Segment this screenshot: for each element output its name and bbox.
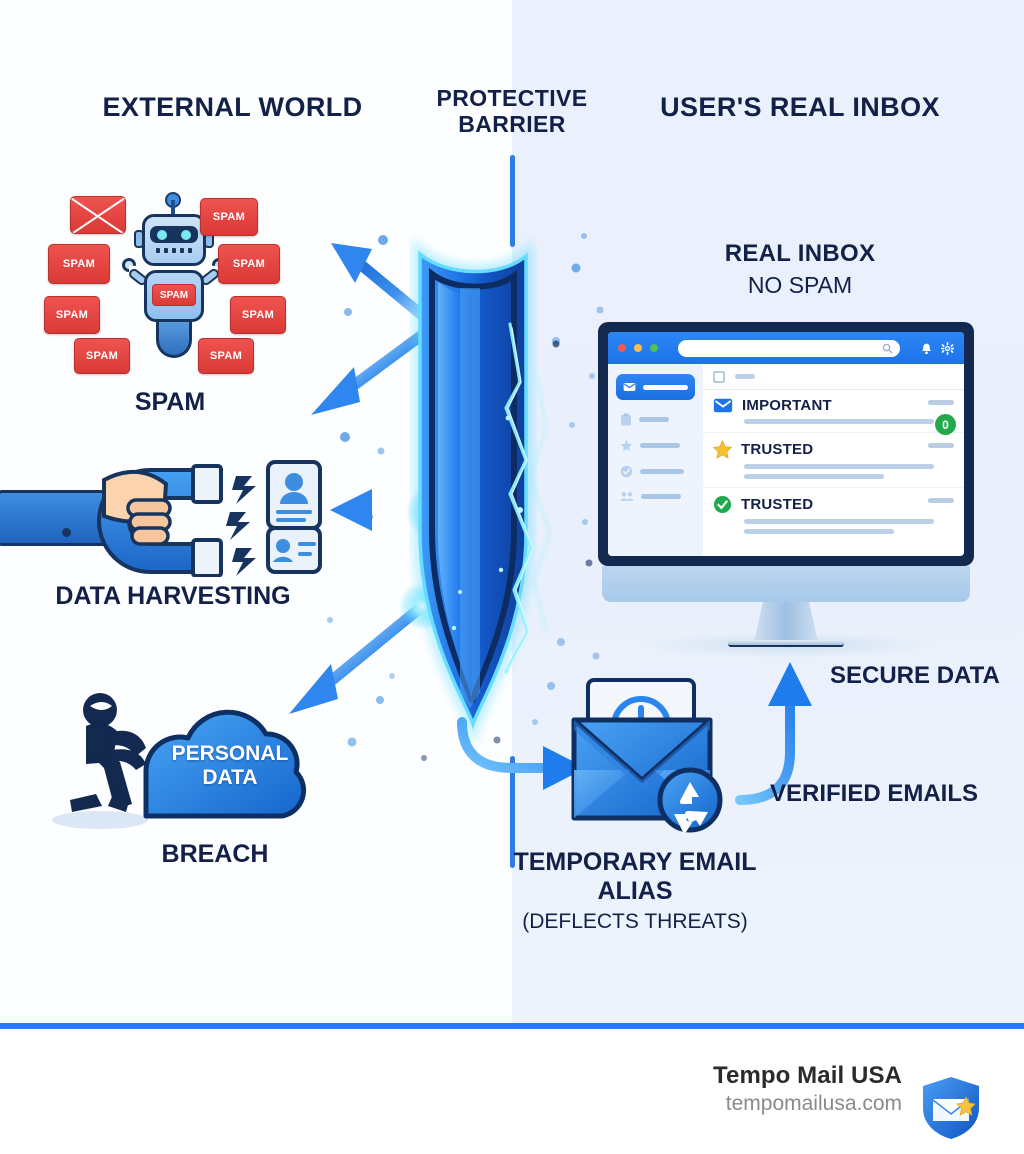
inbox-mail-list: IMPORTANT 0: [703, 364, 964, 556]
star-icon: [713, 440, 732, 459]
window-maximize-dot[interactable]: [650, 344, 658, 352]
check-circle-icon: [713, 495, 732, 514]
protective-shield-icon: [360, 232, 590, 752]
label-deflects-threats: (DEFLECTS THREATS): [522, 910, 748, 933]
sidebar-item-contacts[interactable]: [616, 491, 695, 502]
footer-branding: Tempo Mail USA tempomailusa.com: [582, 1062, 902, 1116]
spam-envelope-label: SPAM: [55, 309, 89, 321]
envelope-icon: [70, 196, 126, 234]
sidebar-item-starred[interactable]: [616, 439, 695, 452]
spam-envelope-label: SPAM: [62, 258, 96, 270]
spam-envelope-label: SPAM: [212, 211, 246, 223]
table-row[interactable]: TRUSTED: [703, 488, 964, 542]
monitor-frame: IMPORTANT 0: [598, 322, 974, 566]
robot-chest-label: SPAM: [152, 284, 196, 306]
spam-envelope: SPAM: [218, 244, 280, 284]
footer-divider: [0, 1023, 1024, 1029]
mail-subject: TRUSTED: [741, 441, 814, 458]
check-circle-icon: [620, 465, 633, 478]
spam-envelope-label: SPAM: [241, 309, 275, 321]
inbox-body: IMPORTANT 0: [608, 364, 964, 556]
label-spam: SPAM: [134, 388, 206, 416]
spam-envelope: SPAM: [198, 338, 254, 374]
label-data-harvesting: DATA HARVESTING: [55, 582, 291, 610]
spam-envelope: SPAM: [44, 296, 100, 334]
spam-envelope: SPAM: [230, 296, 286, 334]
brand-name: Tempo Mail USA: [713, 1062, 902, 1089]
temporary-email-alias-icon: [552, 678, 732, 838]
table-row[interactable]: TRUSTED: [703, 433, 964, 488]
barrier-line-top: [510, 155, 515, 247]
monitor-stand-neck: [754, 602, 818, 642]
mail-meta: [928, 498, 954, 503]
monitor-stand-base: [728, 640, 844, 647]
table-row[interactable]: IMPORTANT 0: [703, 390, 964, 435]
mail-subject: TRUSTED: [741, 496, 814, 513]
search-input[interactable]: [678, 339, 900, 357]
cloud-personal-data-label: PERSONAL DATA: [171, 742, 289, 789]
monitor-chin: [602, 566, 970, 602]
brand-url: tempomailusa.com: [725, 1092, 902, 1115]
mail-list-header: [703, 364, 964, 390]
window-minimize-dot[interactable]: [634, 344, 642, 352]
badge-value: 0: [942, 417, 949, 432]
people-icon: [620, 491, 634, 501]
select-all-checkbox[interactable]: [713, 370, 725, 383]
envelope-icon: [713, 398, 733, 413]
label-no-spam: NO SPAM: [747, 272, 853, 298]
heading-users-real-inbox: USER'S REAL INBOX: [660, 92, 940, 122]
star-icon: [620, 439, 633, 452]
browser-toolbar: [608, 332, 964, 364]
bell-icon[interactable]: [920, 342, 933, 355]
sidebar-item-done[interactable]: [616, 465, 695, 478]
gear-icon[interactable]: [941, 341, 954, 355]
window-close-dot[interactable]: [618, 344, 626, 352]
spam-envelope-label: SPAM: [85, 350, 119, 362]
envelope-icon: [623, 383, 636, 391]
real-inbox-monitor: IMPORTANT 0: [598, 322, 974, 658]
monitor-screen: IMPORTANT 0: [608, 332, 964, 556]
magnet-icon: [97, 460, 322, 577]
spam-envelope: SPAM: [74, 338, 130, 374]
spam-envelope: SPAM: [48, 244, 110, 284]
inbox-sidebar: [608, 364, 703, 556]
mail-meta: [928, 443, 954, 448]
search-icon: [882, 343, 893, 353]
breach-illustration: [28, 688, 338, 838]
thief-and-cloud-icon: [52, 693, 307, 829]
label-real-inbox: REAL INBOX: [724, 240, 876, 267]
label-verified-emails: VERIFIED EMAILS: [770, 780, 979, 807]
spam-robot-icon: SPAM: [122, 192, 226, 368]
spam-envelope: SPAM: [200, 198, 258, 236]
clipboard-icon: [621, 413, 631, 426]
brand-shield-logo: [920, 1075, 982, 1141]
heading-external-world: EXTERNAL WORLD: [102, 92, 363, 122]
spam-envelope-label: SPAM: [209, 350, 243, 362]
sidebar-item-inbox[interactable]: [616, 374, 695, 400]
mail-meta: [928, 400, 954, 405]
barrier-line-bottom: [510, 756, 515, 868]
sidebar-item-drafts[interactable]: [616, 413, 695, 426]
spam-cluster: SPAM SPAM SPAM SPAM SPAM SPAM SPAM SPAM: [44, 192, 298, 374]
background-footer: [0, 1029, 1024, 1154]
heading-protective-barrier: PROTECTIVE BARRIER: [436, 85, 588, 137]
data-harvesting-illustration: [0, 452, 340, 577]
unread-count-badge: 0: [935, 414, 956, 435]
spam-envelope-label: SPAM: [232, 258, 266, 270]
label-breach: BREACH: [161, 840, 269, 868]
label-temporary-email-alias: TEMPORARY EMAIL ALIAS: [513, 848, 757, 905]
label-secure-data: SECURE DATA: [830, 662, 1000, 689]
mail-subject: IMPORTANT: [742, 397, 832, 414]
